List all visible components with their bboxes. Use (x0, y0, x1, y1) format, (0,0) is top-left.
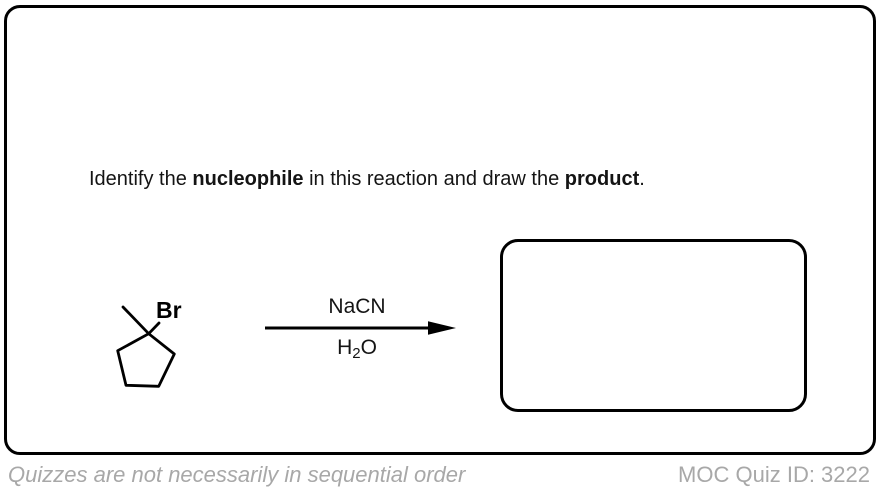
question-bold-product: product (564, 168, 640, 190)
bromine-bond (147, 321, 161, 336)
methyl-bond (121, 305, 151, 336)
footer-quiz-id: MOC Quiz ID: 3222 (678, 462, 870, 487)
reagent-below-base: H (337, 336, 353, 359)
reaction-arrow-icon (265, 321, 456, 335)
product-answer-box[interactable] (500, 239, 807, 412)
quiz-card: Identify the nucleophile in this reactio… (4, 5, 876, 455)
reagent-above-label: NaCN (328, 295, 386, 318)
question-bold-nucleophile: nucleophile (192, 168, 304, 190)
question-middle: in this reaction and draw the (303, 168, 565, 190)
footer-note: Quizzes are not necessarily in sequentia… (8, 462, 466, 487)
reagent-below-subscript: 2 (352, 345, 361, 362)
reagent-below-tail: O (360, 336, 377, 359)
reagent-below-label: H2O (257, 336, 457, 362)
question-prefix: Identify the (89, 168, 193, 190)
substrate-structure-drawing: Br (116, 297, 182, 388)
question-text: Identify the nucleophile in this reactio… (89, 168, 645, 191)
arrow-head (428, 321, 456, 335)
question-suffix: . (639, 168, 645, 190)
cyclopentane-ring-bond (116, 332, 176, 388)
reaction-arrow-block: NaCN H2O (257, 291, 457, 369)
bromine-atom-label: Br (156, 297, 182, 323)
